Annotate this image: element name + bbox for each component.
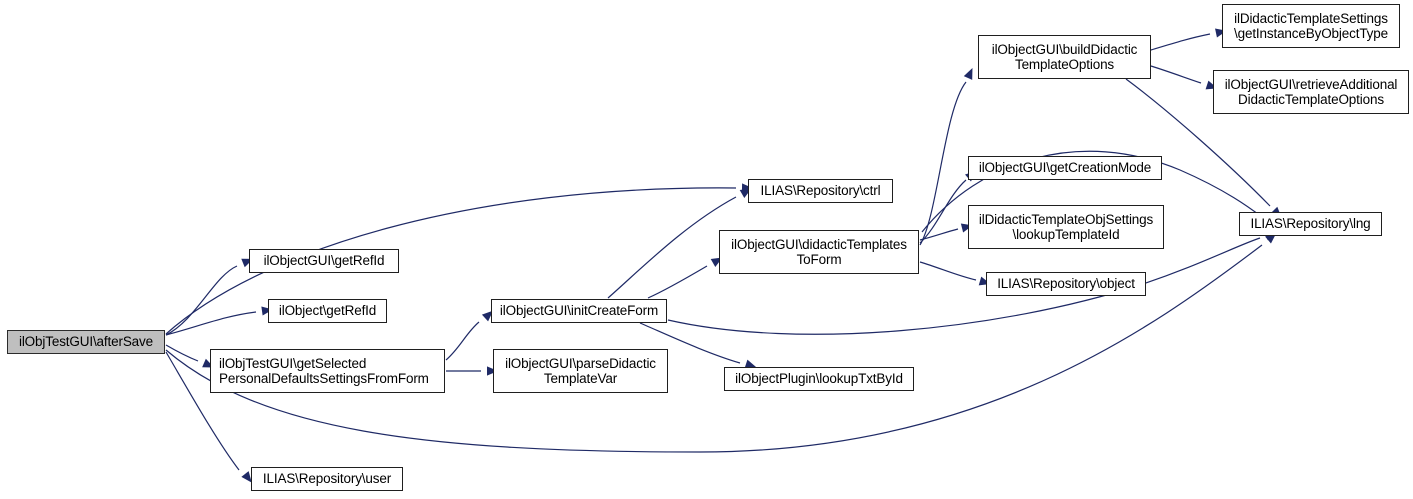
arrowhead-didacticToForm->buildDidacticOptions bbox=[963, 67, 973, 80]
graph-node-afterSave[interactable]: ilObjTestGUI\afterSave bbox=[7, 330, 165, 354]
edge-afterSave-to-getSelectedPD bbox=[165, 344, 199, 362]
graph-node-label: ilObjectGUI\initCreateForm bbox=[499, 303, 659, 319]
graph-node-retrieveAdditional[interactable]: ilObjectGUI\retrieveAdditional DidacticT… bbox=[1213, 70, 1409, 114]
graph-node-label: ILIAS\Repository\ctrl bbox=[760, 183, 881, 199]
graph-node-initCreateForm[interactable]: ilObjectGUI\initCreateForm bbox=[491, 299, 667, 323]
graph-node-getInstanceByType[interactable]: ilDidacticTemplateSettings \getInstanceB… bbox=[1222, 4, 1400, 48]
edge-didacticToForm-to-objectRepo bbox=[919, 261, 977, 281]
graph-node-lookupTxtById[interactable]: ilObjectPlugin\lookupTxtById bbox=[724, 367, 914, 391]
graph-node-getRefIdGUI[interactable]: ilObjectGUI\getRefId bbox=[249, 249, 399, 273]
graph-node-objectRepo[interactable]: ILIAS\Repository\object bbox=[986, 272, 1146, 296]
graph-node-lookupTemplateId[interactable]: ilDidacticTemplateObjSettings \lookupTem… bbox=[968, 205, 1164, 249]
edge-afterSave-to-getRefIdGUI bbox=[165, 265, 238, 336]
graph-node-getRefIdObj[interactable]: ilObject\getRefId bbox=[268, 299, 387, 323]
edge-getSelectedPD-to-initCreateForm bbox=[445, 321, 480, 361]
graph-node-label: ilObjectPlugin\lookupTxtById bbox=[735, 371, 903, 387]
graph-node-label: ilObjectGUI\parseDidactic TemplateVar bbox=[505, 355, 656, 387]
graph-node-ctrlRepo[interactable]: ILIAS\Repository\ctrl bbox=[748, 179, 893, 203]
graph-node-didacticToForm[interactable]: ilObjectGUI\didacticTemplates ToForm bbox=[719, 230, 919, 274]
edge-initCreateForm-to-ctrlRepo bbox=[607, 196, 737, 299]
graph-node-parseDidacticVar[interactable]: ilObjectGUI\parseDidactic TemplateVar bbox=[493, 349, 668, 393]
graph-node-label: ilObjectGUI\didacticTemplates ToForm bbox=[731, 236, 907, 268]
graph-node-label: ilDidacticTemplateSettings \getInstanceB… bbox=[1234, 10, 1388, 42]
graph-node-getSelectedPD[interactable]: ilObjTestGUI\getSelected PersonalDefault… bbox=[210, 349, 445, 393]
edge-didacticToForm-to-lookupTemplateId bbox=[919, 228, 959, 241]
graph-node-label: ILIAS\Repository\object bbox=[997, 276, 1135, 292]
edge-didacticToForm-to-buildDidacticOptions bbox=[919, 81, 967, 246]
edge-afterSave-to-getRefIdObj bbox=[165, 311, 257, 336]
graph-node-lngRepo[interactable]: ILIAS\Repository\lng bbox=[1239, 212, 1382, 236]
graph-node-label: ilObjectGUI\getRefId bbox=[263, 253, 385, 269]
graph-node-label: ilObjTestGUI\afterSave bbox=[18, 334, 153, 350]
edge-buildDidacticOptions-to-retrieveAdditional bbox=[1150, 65, 1202, 84]
graph-node-label: ilObjectGUI\retrieveAdditional DidacticT… bbox=[1224, 76, 1398, 108]
graph-node-label: ilObjTestGUI\getSelected PersonalDefault… bbox=[219, 355, 429, 387]
graph-node-label: ILIAS\Repository\lng bbox=[1250, 216, 1371, 232]
edge-initCreateForm-to-didacticToForm bbox=[647, 265, 708, 299]
graph-node-getCreationMode[interactable]: ilObjectGUI\getCreationMode bbox=[968, 156, 1162, 180]
graph-node-label: ilObjectGUI\buildDidactic TemplateOption… bbox=[991, 41, 1138, 73]
graph-node-label: ilObject\getRefId bbox=[278, 303, 377, 319]
edge-buildDidacticOptions-to-getInstanceByType bbox=[1150, 33, 1211, 51]
graph-node-userRepo[interactable]: ILIAS\Repository\user bbox=[251, 467, 403, 491]
graph-node-buildDidacticOptions[interactable]: ilObjectGUI\buildDidactic TemplateOption… bbox=[978, 35, 1151, 79]
graph-node-label: ilDidacticTemplateObjSettings \lookupTem… bbox=[978, 211, 1154, 243]
graph-node-label: ilObjectGUI\getCreationMode bbox=[978, 160, 1152, 176]
edge-didacticToForm-to-getCreationMode bbox=[919, 179, 967, 244]
graph-node-label: ILIAS\Repository\user bbox=[262, 471, 392, 487]
